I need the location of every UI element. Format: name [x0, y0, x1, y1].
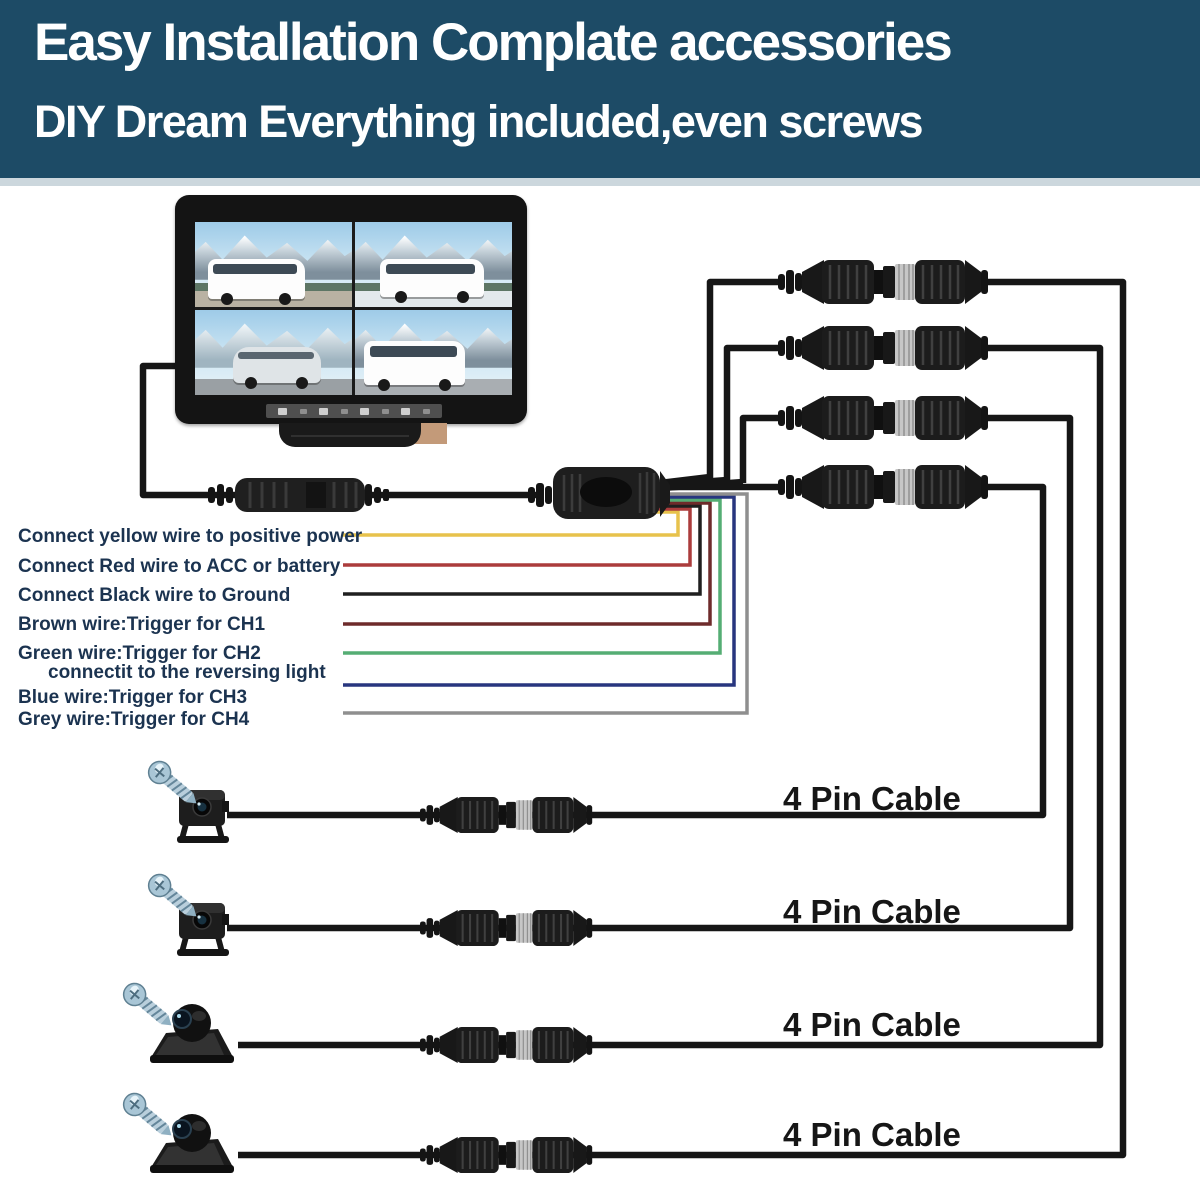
- trigger-wires: [343, 492, 749, 715]
- camera-2-box: [144, 870, 229, 956]
- wire-label-black: Connect Black wire to Ground: [18, 585, 291, 606]
- blue-wire: [343, 495, 736, 687]
- campervan-image: [364, 340, 465, 391]
- wire-label-grey: Grey wire:Trigger for CH4: [18, 709, 250, 730]
- connector3-left-cable: [739, 414, 780, 483]
- pin-cable-label-4: 4 Pin Cable: [783, 1116, 961, 1153]
- monitor-button: [422, 408, 430, 414]
- connector-pair-4: [776, 463, 990, 511]
- trailer-window: [237, 351, 314, 359]
- screen-quadrant-1: [195, 222, 352, 307]
- screen-quadrant-4: [355, 310, 512, 395]
- grey-wire: [343, 492, 749, 715]
- header-subtitle: DIY Dream Everything included,even screw…: [34, 96, 924, 147]
- monitor-button: [381, 408, 389, 414]
- trailer-wheel: [244, 377, 257, 390]
- monitor-stand: [279, 423, 421, 447]
- rv-wheel: [457, 290, 470, 303]
- background-patch: [413, 423, 447, 444]
- splitter-body: [528, 467, 670, 519]
- camera4-cable: [238, 278, 1127, 1159]
- camera2-connector: [418, 908, 594, 948]
- header-title: Easy Installation Complate accessories: [34, 13, 953, 72]
- screen-quadrant-3: [195, 310, 352, 395]
- connector1-left-cable: [706, 278, 780, 479]
- connector-pair-3: [776, 394, 990, 442]
- screen-quadrant-2: [355, 222, 512, 307]
- wire-label-green: Green wire:Trigger for CH2: [18, 643, 261, 664]
- camera3-connector: [418, 1025, 594, 1065]
- van-wheel: [378, 378, 391, 391]
- cable-runs: [139, 278, 1127, 1159]
- camera4-connector: [418, 1135, 594, 1175]
- camera1-cable: [227, 483, 1047, 819]
- connector2-left-cable: [723, 344, 780, 481]
- wire-label-red: Connect Red wire to ACC or battery: [18, 556, 341, 577]
- camera2-cable: [227, 414, 1074, 932]
- motorhome-image: [207, 259, 305, 305]
- monitor-button: [278, 407, 288, 415]
- rv-wheel: [221, 292, 234, 305]
- rv-window: [386, 263, 476, 274]
- monitor-button: [360, 407, 370, 415]
- trailer-wheel: [296, 377, 309, 390]
- wire-label-blue: Blue wire:Trigger for CH3: [18, 687, 248, 708]
- green-wire: [343, 498, 722, 655]
- camera1-connector: [418, 795, 594, 835]
- camera-3-dome: [119, 979, 234, 1063]
- brown-wire: [343, 501, 712, 626]
- yellow-wire: [343, 510, 680, 537]
- rv-wheel: [394, 290, 407, 303]
- header-banner: Easy Installation Complate accessories D…: [0, 0, 1200, 186]
- camera3-cable: [238, 344, 1104, 1049]
- connector-pair-2: [776, 324, 990, 372]
- monitor-inline-connector: [208, 478, 389, 512]
- rv-window: [213, 264, 298, 275]
- pin-cable-label-3: 4 Pin Cable: [783, 1006, 961, 1043]
- splitter-branch-stubs: [659, 473, 744, 492]
- monitor-button: [299, 408, 307, 414]
- quad-monitor: [175, 195, 527, 447]
- pin-cable-label-2: 4 Pin Cable: [783, 893, 961, 930]
- monitor-button: [319, 407, 329, 415]
- wire-label-yellow: Connect yellow wire to positive power: [18, 526, 363, 547]
- camera-4-dome: [119, 1089, 234, 1173]
- van-wheel: [438, 378, 451, 391]
- camera-1-box: [144, 757, 229, 843]
- monitor-button: [340, 408, 348, 414]
- monitor-button-bar: [266, 404, 442, 418]
- monitor-screen: [195, 222, 512, 395]
- pin-cable-label-1: 4 Pin Cable: [783, 780, 961, 817]
- connector-pair-1: [776, 258, 990, 306]
- wire-label-brown: Brown wire:Trigger for CH1: [18, 614, 266, 635]
- black-wire: [343, 504, 702, 596]
- van-window: [370, 345, 457, 358]
- motorhome-image: [380, 259, 484, 303]
- monitor-button: [401, 407, 411, 415]
- trailer-image: [232, 347, 321, 390]
- wire-label-green-cont: connectit to the reversing light: [48, 662, 326, 683]
- rv-wheel: [279, 292, 292, 305]
